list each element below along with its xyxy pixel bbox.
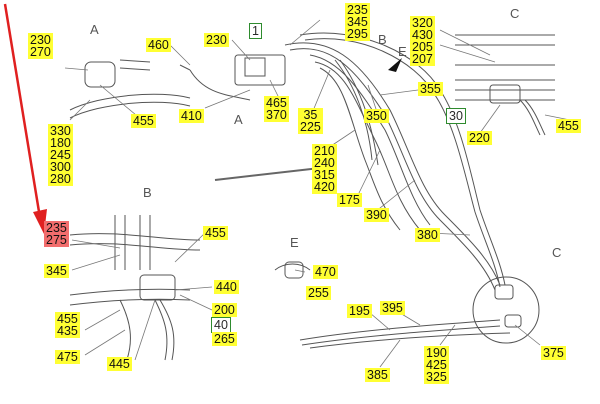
- callout-440[interactable]: 440: [214, 280, 239, 294]
- callout-30[interactable]: 30: [446, 108, 466, 124]
- view-label-c-ref: C: [552, 245, 562, 260]
- callout-220[interactable]: 220: [467, 131, 492, 145]
- view-e-arrow: [388, 58, 402, 72]
- callout-1[interactable]: 1: [249, 23, 262, 39]
- callout-210-240-315-420[interactable]: 210 240 315 420: [312, 144, 337, 194]
- callout-445[interactable]: 445: [107, 357, 132, 371]
- view-label-e: E: [290, 235, 299, 250]
- view-label-a: A: [90, 22, 99, 37]
- callout-235-345-295[interactable]: 235 345 295: [345, 3, 370, 41]
- callout-455-view-a[interactable]: 455: [131, 114, 156, 128]
- hose-lines: [284, 32, 511, 349]
- callout-200[interactable]: 200: [212, 303, 237, 317]
- callout-255[interactable]: 255: [306, 286, 331, 300]
- callout-190-425-325[interactable]: 190 425 325: [424, 346, 449, 384]
- callout-410[interactable]: 410: [179, 109, 204, 123]
- callout-330-180-245-300-280[interactable]: 330 180 245 300 280: [48, 124, 73, 186]
- callout-230-270[interactable]: 230 270: [28, 33, 53, 59]
- callout-355[interactable]: 355: [418, 82, 443, 96]
- callout-235-275-selected[interactable]: 235 275: [44, 221, 69, 247]
- callout-175[interactable]: 175: [337, 193, 362, 207]
- detail-circle-c: [472, 276, 540, 344]
- view-label-e-ref: E: [398, 44, 407, 59]
- callout-35-225[interactable]: 35 225: [298, 108, 323, 134]
- callout-475[interactable]: 475: [55, 350, 80, 364]
- callout-380[interactable]: 380: [415, 228, 440, 242]
- rod-line: [214, 167, 321, 181]
- callout-385[interactable]: 385: [365, 368, 390, 382]
- callout-460[interactable]: 460: [146, 38, 171, 52]
- pointer-arrow: [3, 3, 47, 234]
- view-label-b-ref: B: [378, 32, 387, 47]
- callout-350[interactable]: 350: [364, 109, 389, 123]
- callout-345[interactable]: 345: [44, 264, 69, 278]
- callout-395[interactable]: 395: [380, 301, 405, 315]
- callout-455-view-c[interactable]: 455: [556, 119, 581, 133]
- callout-465-370[interactable]: 465 370: [264, 96, 289, 122]
- callout-195[interactable]: 195: [347, 304, 372, 318]
- view-label-c: C: [510, 6, 520, 21]
- callout-470[interactable]: 470: [313, 265, 338, 279]
- view-label-a-ref: A: [234, 112, 243, 127]
- callout-375[interactable]: 375: [541, 346, 566, 360]
- leader-lines: [64, 19, 571, 368]
- callout-265[interactable]: 265: [212, 332, 237, 346]
- callout-455-435[interactable]: 455 435: [55, 312, 80, 338]
- callout-40[interactable]: 40: [211, 317, 231, 333]
- callout-230[interactable]: 230: [204, 33, 229, 47]
- component-sketches: [69, 34, 555, 366]
- callout-320-430-205-207[interactable]: 320 430 205 207: [410, 16, 435, 66]
- callout-455-view-b[interactable]: 455: [203, 226, 228, 240]
- view-label-b: B: [143, 185, 152, 200]
- callout-390[interactable]: 390: [364, 208, 389, 222]
